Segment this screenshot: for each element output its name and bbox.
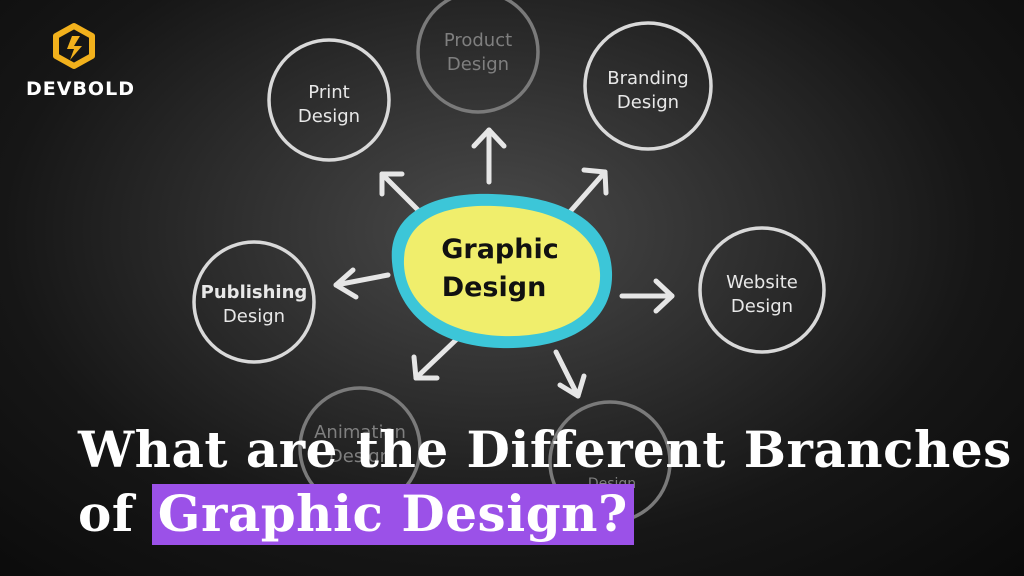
headline-prefix: of <box>78 484 134 543</box>
node-label: Animation <box>314 422 406 443</box>
center-label: Graphic <box>441 234 559 265</box>
node-label: Print <box>308 82 349 103</box>
node-product-design: Product Design <box>416 0 540 114</box>
center-node-graphic-design: Graphic Design <box>391 193 613 349</box>
devbold-logo <box>53 23 95 69</box>
arrow-down-right <box>553 349 587 399</box>
headline-highlight: Graphic Design? <box>151 484 634 545</box>
node-label: Publishing <box>201 282 308 303</box>
node-label: Design <box>223 306 285 327</box>
arrows <box>333 127 675 399</box>
node-print-design: Print Design <box>267 38 391 162</box>
arrow-right <box>619 278 675 314</box>
node-branding-design: Branding Design <box>583 21 713 151</box>
arrow-up-left <box>379 171 423 215</box>
node-animation-design: Animation Design <box>298 386 422 510</box>
node-label: Branding <box>607 68 688 89</box>
node-label: Website <box>726 272 798 293</box>
node-publishing-design: Publishing Design <box>192 240 316 364</box>
node-website-design: Website Design <box>698 226 826 354</box>
node-label: Product <box>444 30 512 51</box>
arrow-up-right <box>565 167 609 217</box>
bolt-hexagon-icon <box>53 23 95 69</box>
headline-line-1: What are the Different Branches <box>78 420 1012 479</box>
node-label: Design <box>617 92 679 113</box>
headline: What are the Different Branches of Graph… <box>78 418 1012 546</box>
arrow-up <box>471 127 507 185</box>
center-label: Design <box>442 272 547 303</box>
node-label: Design <box>298 106 360 127</box>
node-label: Design <box>731 296 793 317</box>
center-fill <box>403 205 601 337</box>
headline-line-2: of Graphic Design? <box>78 482 1008 546</box>
node-label: Design <box>447 54 509 75</box>
arrow-down-left <box>411 335 461 381</box>
brand-name: DEVBOLD <box>26 78 135 100</box>
arrow-left <box>333 267 391 300</box>
node-label: Design <box>329 446 391 467</box>
